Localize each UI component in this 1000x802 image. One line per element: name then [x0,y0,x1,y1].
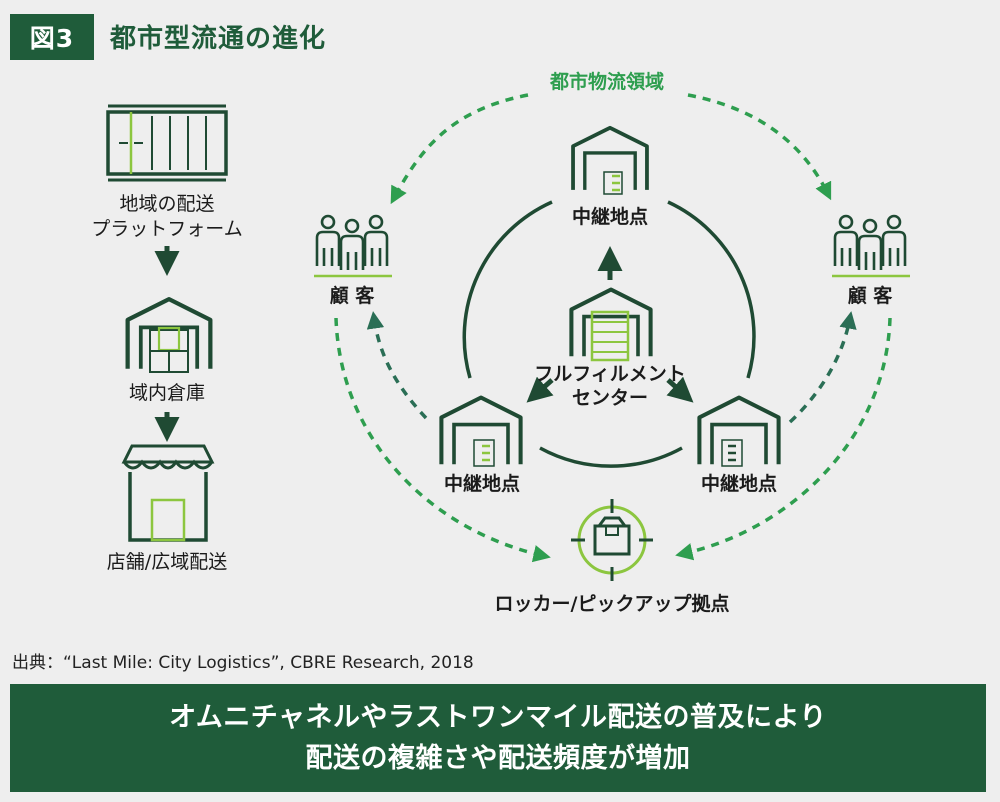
fulfillment-label-line1: フルフィルメント [534,363,686,385]
ring-arc-left [462,200,553,379]
distribution-diagram: 地域の配送 プラットフォーム 域内倉庫 店舗/広域配送 都市物流領域 [91,70,910,615]
dash-arrow-top-left [390,93,529,205]
right-hub-warehouse-icon [699,398,778,467]
dash-arrow-left-locker [334,317,551,563]
left-customer-label: 顧 客 [330,284,376,307]
source-citation: 出典：“Last Mile: City Logistics”, CBRE Res… [12,653,474,673]
left-step1-line1: 地域の配送 [119,193,214,215]
dash-arrow-right-locker [675,317,892,561]
ring-arc-bottom [539,446,683,468]
urban-zone-label: 都市物流領域 [549,70,664,93]
left-step1-line2: プラットフォーム [91,218,242,240]
right-customers-icon [832,214,910,278]
figure-badge: 図3 [10,14,94,60]
dash-arrow-hub-right-customer [788,311,857,424]
dash-arrow-hub-left-customer [366,311,428,420]
right-hub-label: 中継地点 [701,472,777,495]
arrow-to-right-hub [666,376,694,403]
locker-label: ロッカー/ピックアップ拠点 [495,592,730,615]
summary-banner: オムニチャネルやラストワンマイル配送の普及により 配送の複雑さや配送頻度が増加 [10,684,986,792]
left-customers-icon [314,214,392,278]
top-hub-warehouse-icon [573,128,647,195]
fulfillment-center-icon [571,290,650,362]
banner-line1: オムニチャネルやラストワンマイル配送の普及により [169,702,827,733]
regional-warehouse-icon [128,299,211,373]
dash-arrow-top-right [687,93,832,201]
left-hub-warehouse-icon [441,398,520,467]
right-customer-label: 顧 客 [848,284,894,307]
locker-target-icon [571,499,653,581]
store-icon [121,444,215,542]
arrow-to-left-hub [526,376,554,403]
left-step2-label: 域内倉庫 [129,382,205,404]
left-step3-label: 店舗/広域配送 [107,551,227,573]
top-hub-label: 中継地点 [572,205,648,228]
container-icon [106,104,228,182]
figure-title: 都市型流通の進化 [110,24,327,54]
ring-arc-right [667,200,756,379]
fulfillment-label-line2: センター [572,387,648,409]
left-hub-label: 中継地点 [444,472,520,495]
banner-line2: 配送の複雑さや配送頻度が増加 [305,743,691,774]
